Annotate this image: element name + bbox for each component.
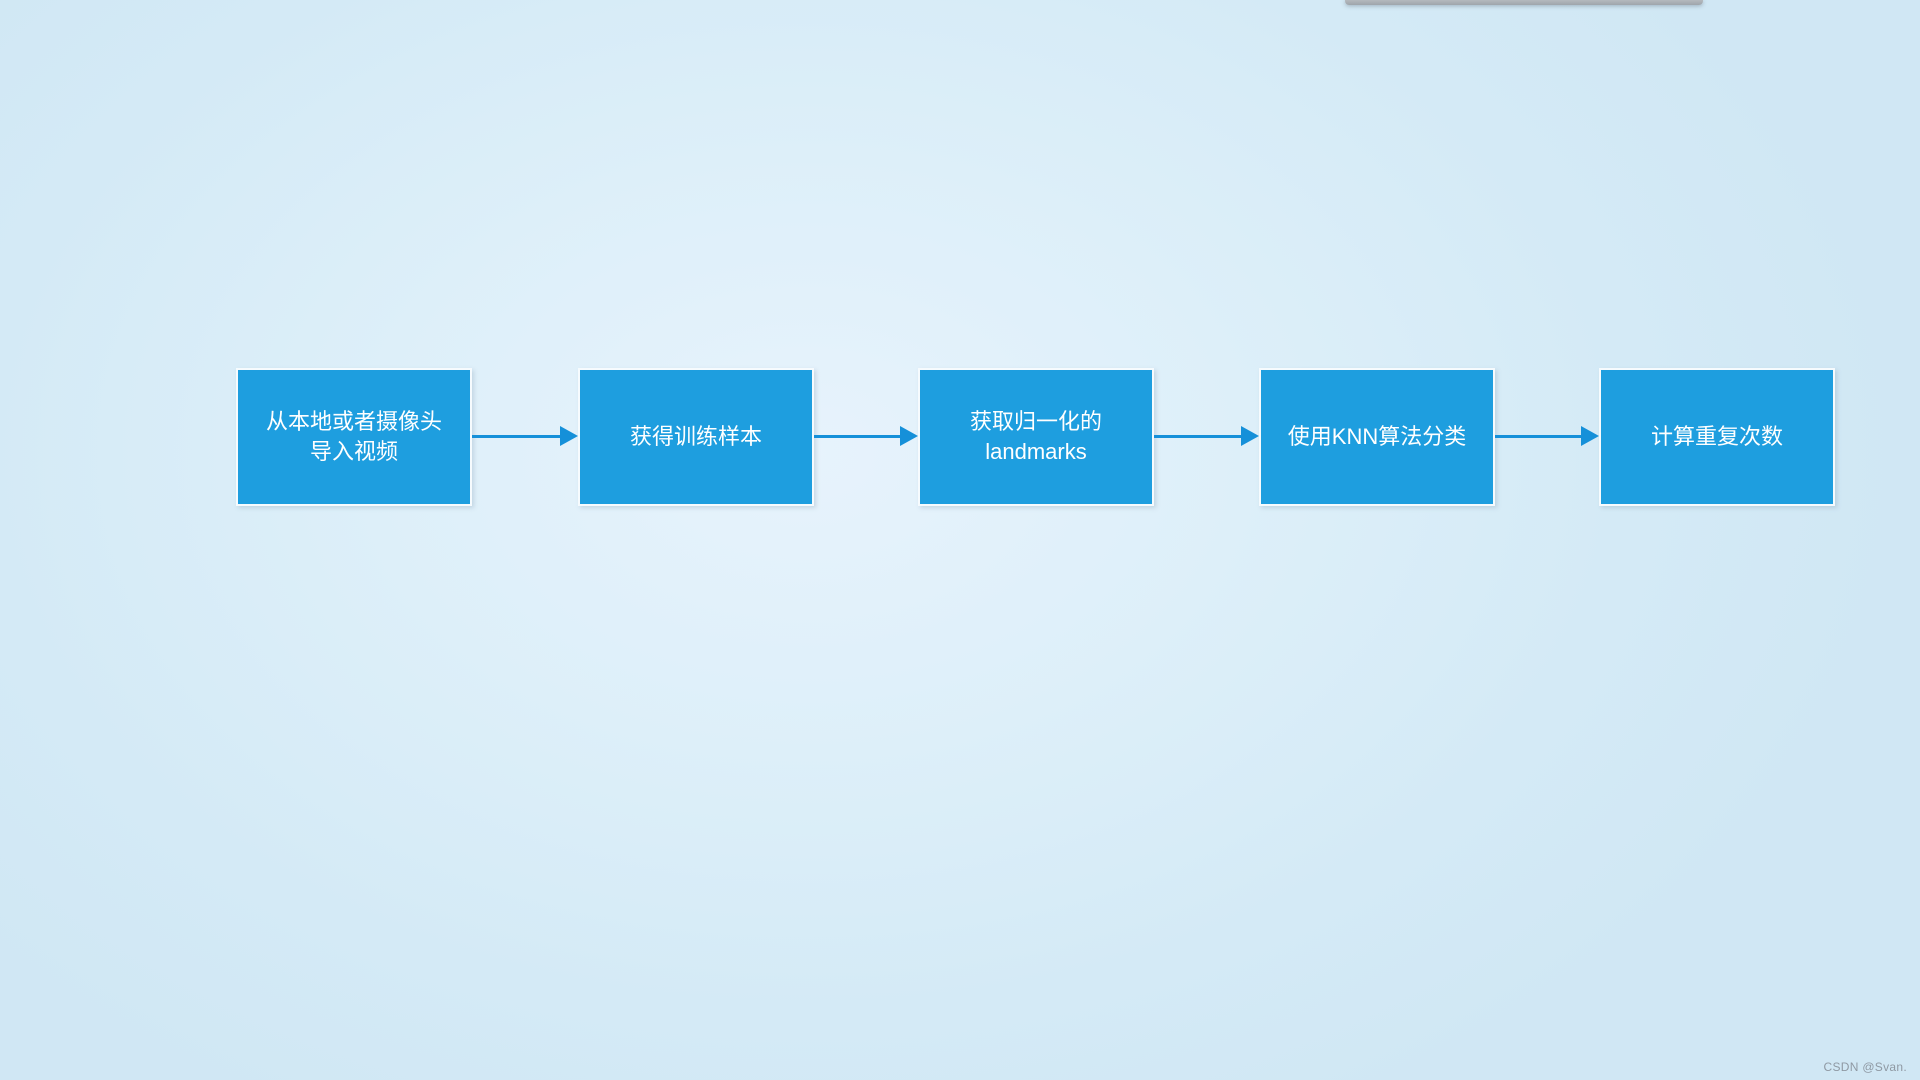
arrow-head-icon: [1241, 426, 1259, 446]
node-label-line: landmarks: [985, 439, 1087, 464]
node-label-line: 使用KNN算法分类: [1287, 424, 1467, 449]
offscreen-window-edge: [1345, 0, 1703, 5]
flow-arrow-line: [1495, 435, 1581, 438]
flow-node-get-training-samples: 获得训练样本: [578, 368, 814, 506]
node-label-line: 获得训练样本: [629, 424, 762, 449]
flow-arrow-line: [472, 435, 560, 438]
csdn-watermark: CSDN @Svan.: [1823, 1060, 1907, 1074]
arrow-head-icon: [560, 426, 578, 446]
arrow-head-icon: [1581, 426, 1599, 446]
flow-arrow-line: [1154, 435, 1241, 438]
flow-arrow-line: [814, 435, 900, 438]
flow-node-get-normalized-landmarks: 获取归一化的 landmarks: [918, 368, 1154, 506]
arrow-head-icon: [900, 426, 918, 446]
node-label-line: 计算重复次数: [1650, 424, 1783, 449]
flow-node-import-video: 从本地或者摄像头 导入视频: [236, 368, 472, 506]
node-label-line: 导入视频: [309, 439, 398, 464]
node-label-line: 获取归一化的: [969, 409, 1102, 434]
flow-node-knn-classify: 使用KNN算法分类: [1259, 368, 1495, 506]
flow-node-count-repetitions: 计算重复次数: [1599, 368, 1835, 506]
node-label-line: 从本地或者摄像头: [265, 409, 442, 434]
